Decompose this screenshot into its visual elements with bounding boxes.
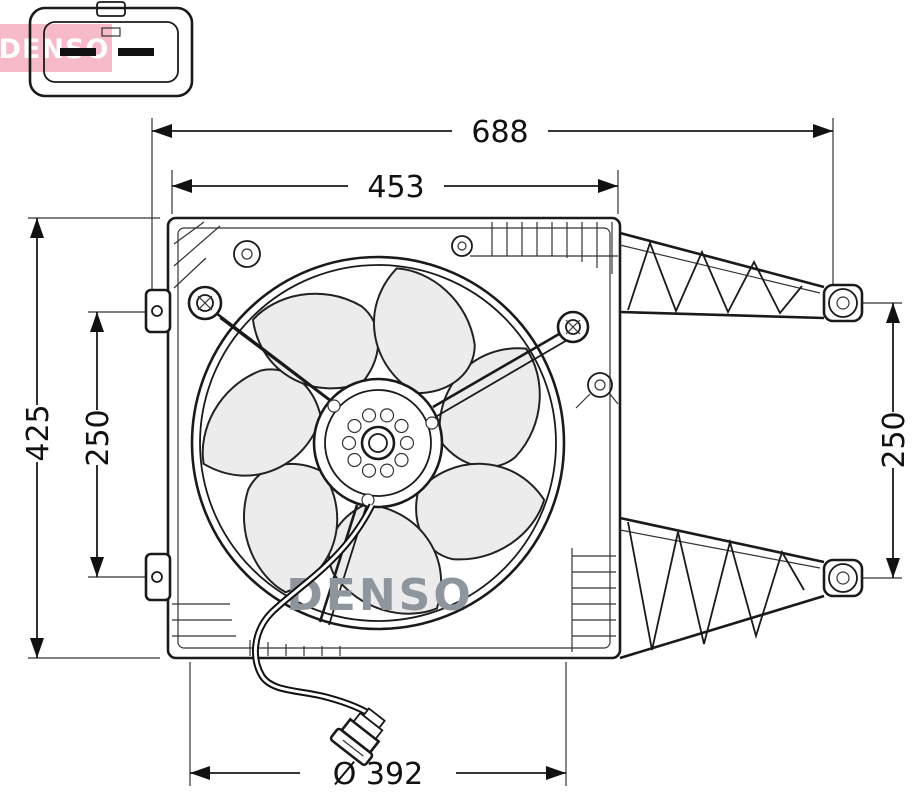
dim-fan-diameter-label: Ø 392 [333,757,423,792]
dimension-right-mount-pitch: 250 [862,302,912,579]
dimension-overall-height: 425 [21,217,160,659]
wire-harness [251,503,386,767]
motor-mount-boss-left [187,285,223,321]
left-mount-tab-bottom [144,552,172,602]
connector-plug-icon [28,1,194,98]
shroud-boss-circles [233,235,619,409]
shroud-rib-lines [172,221,618,656]
dimension-overall-width: 688 [151,115,834,292]
left-mount-tab-top [144,288,172,334]
motor-mount-boss-right [556,310,590,344]
dimension-fan-diameter: Ø 392 [189,662,567,792]
mount-eye-bottom [822,558,864,598]
dim-overall-width-label: 688 [471,115,528,150]
fan-assembly-drawing: DENSO [144,216,864,767]
denso-watermark: DENSO [286,570,474,621]
fan-hub [312,377,444,509]
dim-overall-height-label: 425 [21,404,56,461]
dim-left-mount-pitch-label: 250 [81,409,116,466]
fan-blade [373,267,476,395]
motor-struts [211,308,570,626]
mount-bracket-bottom [619,516,864,660]
dimension-left-mount-pitch: 250 [81,311,148,578]
mount-eye-top [822,283,864,323]
wire-connector [329,707,386,767]
mount-bracket-top [619,231,864,323]
dim-shroud-width-label: 453 [367,170,424,205]
dimension-shroud-width: 453 [171,170,619,214]
dim-right-mount-pitch-label: 250 [877,411,912,468]
